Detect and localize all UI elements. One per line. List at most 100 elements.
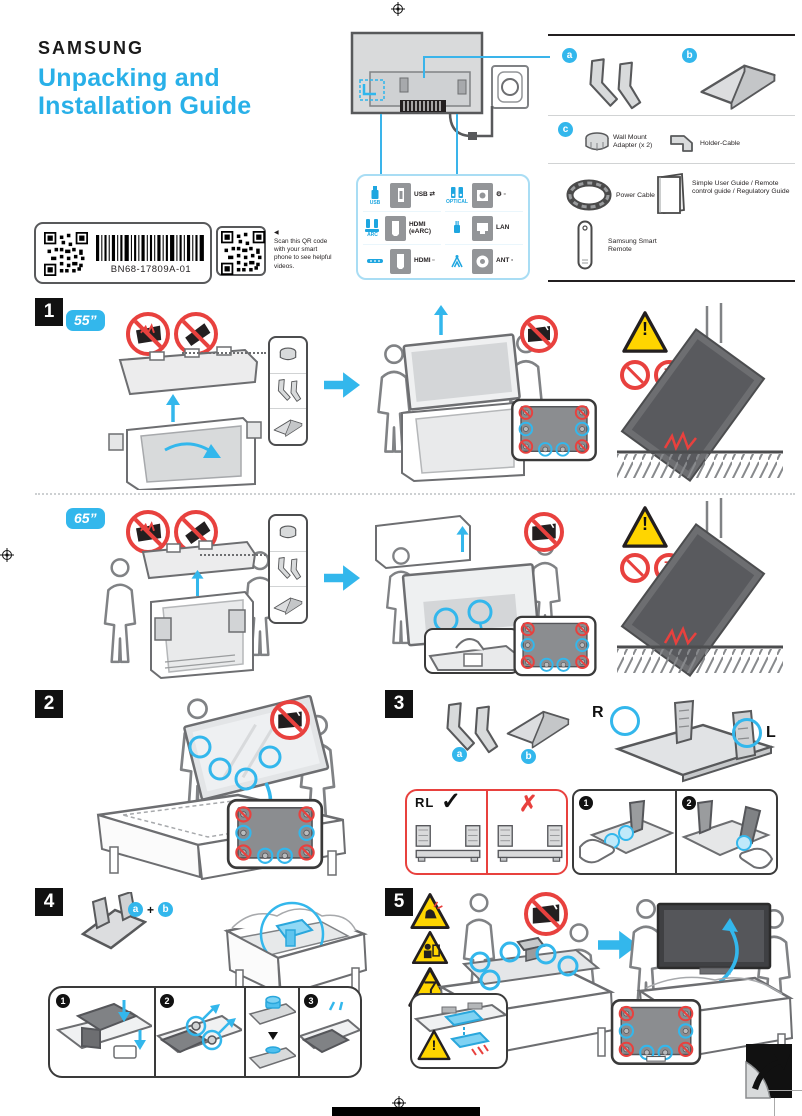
qr-note-marker: ◀ — [274, 230, 279, 236]
cover-attach-inset: ! — [410, 993, 509, 1069]
grip-points-diagram — [510, 398, 598, 462]
stand-attach-steps-strip: 1 2 3 — [48, 986, 362, 1078]
size-badge-65: 65” — [66, 508, 105, 529]
arc-speakers-icon: ARC — [363, 218, 382, 238]
badge-b: b — [682, 48, 697, 63]
qr-code — [221, 231, 265, 275]
section-4-number: 4 — [35, 888, 63, 916]
legs-cell — [270, 552, 306, 588]
port-cell-hdmi: HDMI ▫ — [363, 245, 441, 277]
barcode — [96, 235, 204, 261]
step-3-chip: 3 — [304, 994, 318, 1008]
lock-knob-inset — [248, 995, 296, 1069]
size-badge-55: 55” — [66, 310, 105, 331]
section-3-number: 3 — [385, 690, 413, 718]
grip-points-diagram — [512, 615, 598, 677]
usb-port — [390, 182, 411, 208]
dotted-leader-line — [182, 352, 266, 354]
stand-base-illustration — [696, 58, 780, 110]
right-leg-highlight — [610, 706, 640, 736]
stand-formula: a + b — [128, 902, 174, 917]
left-leg-label: L — [766, 724, 776, 741]
correct-check-mark: ✓ — [441, 788, 462, 815]
accessory-divider — [548, 115, 795, 116]
qr-note: ◀ Scan this QR code with your smart phon… — [274, 230, 336, 271]
adapter-cell — [270, 338, 306, 374]
stand-locked-step-3 — [300, 1001, 360, 1054]
no-press-screen-sign — [524, 512, 564, 552]
ant-label: ANT ▫ — [496, 257, 514, 265]
smart-remote-icon — [577, 220, 593, 270]
orientation-label: RL — [415, 795, 435, 810]
lan-plug-icon — [445, 220, 469, 236]
fold-bar — [332, 1107, 480, 1116]
port-cell-usb: USB USB ⇄ — [363, 179, 441, 212]
warning-triangle: ! — [416, 1029, 452, 1061]
guides-booklet-icon — [657, 172, 685, 215]
port-cell-optical: OPTICAL ⚙ ▫ — [445, 179, 523, 212]
insert-stand-step-1 — [55, 1000, 152, 1059]
badge-a: a — [562, 48, 577, 63]
hdmi-label: HDMI ▫ — [414, 257, 435, 265]
optical-speakers-icon: OPTICAL — [445, 186, 469, 205]
grip-points-diagram — [226, 798, 324, 870]
ports-panel: USB USB ⇄ OPTICAL ⚙ ▫ ARC HDMI (eARC) LA… — [356, 174, 530, 280]
usb-device-icon: USB — [363, 185, 387, 206]
no-press-screen-sign — [524, 892, 568, 936]
falling-tv-warning-illustration — [615, 300, 785, 485]
step-2-chip: 2 — [682, 796, 696, 810]
no-press-screen-sign — [520, 315, 558, 353]
no-tilt-foam-sign — [174, 510, 218, 554]
handle-grip-inset — [424, 628, 520, 674]
prohibited-icon — [620, 360, 650, 390]
wrong-cross-mark: ✗ — [519, 791, 538, 816]
adapter-cell — [270, 516, 306, 552]
badge-c: c — [558, 122, 573, 137]
comparison-divider — [486, 791, 488, 873]
next-step-arrow — [324, 372, 360, 398]
dotted-leader-line — [200, 554, 266, 556]
accessory-panel-bottom-rule — [548, 280, 795, 282]
prohibited-icon — [620, 553, 650, 583]
attach-leg-step-1 — [579, 799, 674, 864]
warning-triangle: ! — [620, 310, 670, 354]
step-1-chip: 1 — [56, 994, 70, 1008]
badge-b: b — [158, 902, 174, 917]
barcode-label-box: BN68-17809A-01 — [34, 222, 212, 284]
ant-port — [472, 248, 493, 274]
steps-divider — [154, 988, 156, 1076]
section-1-number: 1 — [35, 298, 63, 326]
guides-label: Simple User Guide / Remote control guide… — [692, 180, 790, 196]
port-cell-hdmi-earc: ARC HDMI (eARC) — [363, 212, 441, 245]
unpack-55-illustration — [108, 346, 262, 490]
section-2-number: 2 — [35, 690, 63, 718]
lan-label: LAN — [496, 224, 510, 232]
power-cable-icon — [566, 179, 612, 211]
registration-mark — [0, 548, 14, 562]
secure-stand-step-2 — [156, 1004, 242, 1054]
title-line-2: Installation Guide — [38, 92, 252, 120]
antenna-icon — [445, 254, 469, 269]
row-separator — [35, 493, 795, 495]
grip-points-diagram — [610, 998, 702, 1066]
step-1-chip: 1 — [579, 796, 593, 810]
crop-mark — [768, 1090, 802, 1091]
power-cable-label: Power Cable — [616, 192, 655, 199]
title-line-1: Unpacking and — [38, 64, 220, 92]
wall-mount-adapter-icon — [585, 132, 609, 151]
badge-b: b — [521, 749, 536, 764]
port-cell-ant: ANT ▫ — [445, 245, 523, 277]
step-2-chip: 2 — [160, 994, 174, 1008]
unpack-65-illustration — [103, 540, 277, 680]
smart-remote-label: Samsung Smart Remote — [608, 238, 657, 254]
pinch-hazard-triangle — [408, 892, 452, 930]
base-cell — [270, 587, 306, 622]
document-number: BN68-17809A-01 — [110, 264, 192, 275]
page-curl-icon — [745, 1044, 792, 1099]
stand-on-tv-illustration — [223, 901, 368, 998]
accessory-divider — [548, 163, 795, 164]
soundbar-icon — [363, 257, 387, 266]
assembled-stand-icon — [80, 892, 147, 950]
stand-front-correct — [413, 819, 483, 869]
